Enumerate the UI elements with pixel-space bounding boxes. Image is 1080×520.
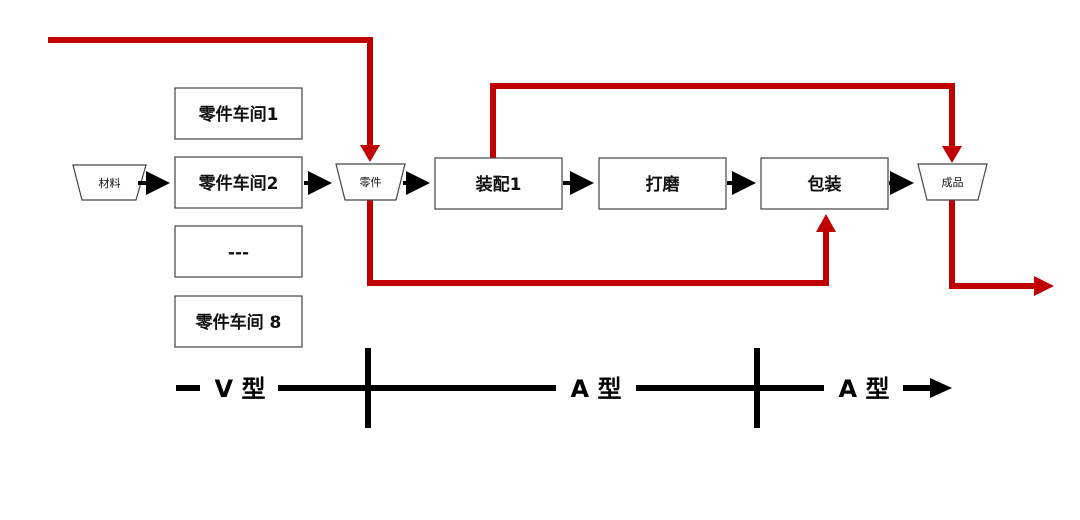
red-output-line bbox=[949, 200, 1036, 289]
scale-label-a2: A 型 bbox=[839, 375, 890, 403]
scale-label-a1: A 型 bbox=[571, 375, 622, 403]
workshop-1-label: 零件车间1 bbox=[198, 104, 279, 125]
workshop-2-label: 零件车间2 bbox=[198, 173, 279, 194]
packaging-box bbox=[760, 157, 889, 210]
scale-label-v: V 型 bbox=[215, 375, 266, 403]
red-input-line bbox=[48, 37, 373, 145]
red-flow-lines bbox=[48, 37, 1054, 296]
workshop-ellipsis-box bbox=[174, 225, 303, 278]
material-label: 材料 bbox=[99, 176, 121, 190]
finished-node bbox=[917, 163, 988, 201]
workshop-2-box bbox=[174, 156, 303, 209]
red-arrowhead-finished bbox=[942, 146, 962, 163]
workshop-column: 零件车间1 零件车间2 --- 零件车间 8 bbox=[174, 87, 303, 348]
assembly-label: 装配1 bbox=[475, 174, 522, 195]
assembly-box bbox=[434, 157, 563, 210]
type-scale: V 型 A 型 A 型 bbox=[176, 348, 952, 428]
red-arrowhead-parts bbox=[360, 145, 380, 162]
red-arrowhead-packaging bbox=[816, 214, 836, 232]
scale-arrowhead bbox=[930, 378, 952, 398]
workshop-8-box bbox=[174, 295, 303, 348]
workshop-ellipsis-label: --- bbox=[228, 243, 249, 263]
parts-label: 零件 bbox=[360, 176, 382, 189]
parts-node bbox=[335, 163, 406, 201]
red-parts-to-packaging-line bbox=[367, 200, 829, 286]
packaging-label: 包装 bbox=[808, 174, 842, 195]
red-arrowhead-output bbox=[1034, 276, 1054, 296]
material-node bbox=[72, 164, 147, 201]
workshop-8-label: 零件车间 8 bbox=[195, 312, 282, 333]
finished-label: 成品 bbox=[942, 176, 964, 189]
polishing-box bbox=[598, 157, 727, 210]
polishing-label: 打磨 bbox=[646, 174, 681, 195]
workshop-1-box bbox=[174, 87, 303, 140]
red-bypass-line bbox=[490, 83, 955, 158]
